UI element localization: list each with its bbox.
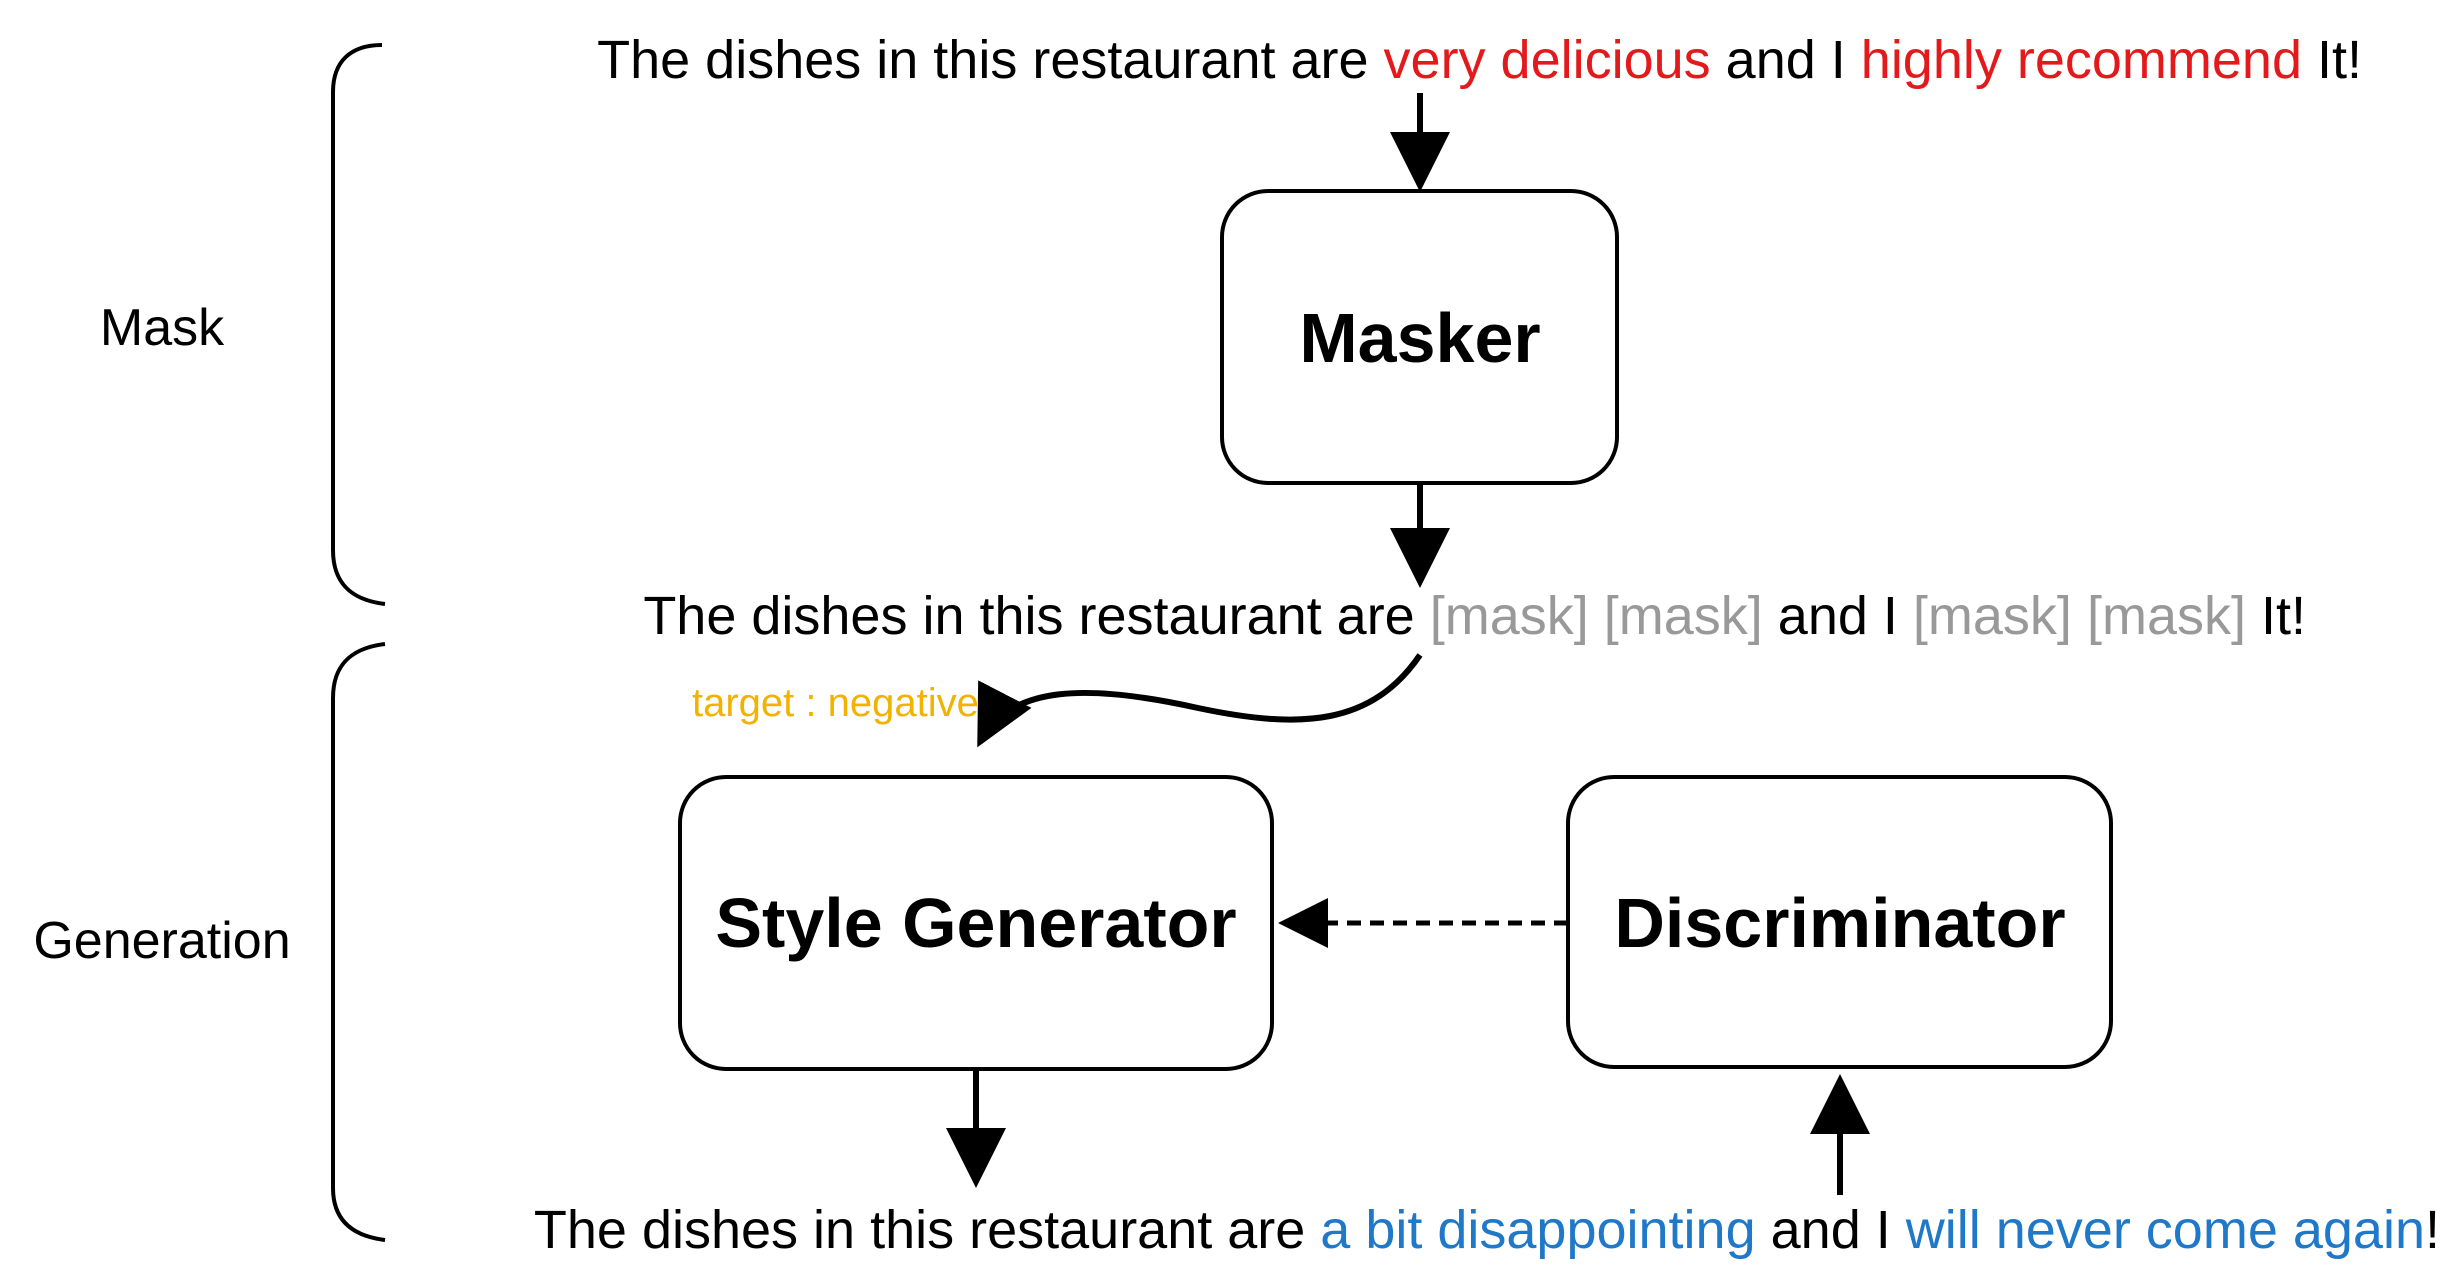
mask-phase-label: Mask: [100, 299, 225, 357]
masked-sentence: The dishes in this restaurant are [mask]…: [643, 586, 2306, 646]
mask-token-4: [mask]: [2087, 586, 2246, 646]
output-text-1: The dishes in this restaurant are: [534, 1200, 1320, 1260]
output-text-3: !: [2425, 1200, 2440, 1260]
input-text-3: It!: [2302, 30, 2362, 90]
input-sentence: The dishes in this restaurant are very d…: [597, 30, 2362, 90]
output-sentence: The dishes in this restaurant are a bit …: [534, 1200, 2440, 1260]
masked-text-1: The dishes in this restaurant are: [643, 586, 1429, 646]
output-negative-phrase-2: will never come again: [1905, 1200, 2425, 1260]
masked-to-generator-arrow: [977, 653, 1423, 748]
style-generator-label: Style Generator: [715, 884, 1236, 962]
masked-space-1: [1589, 586, 1604, 646]
mask-token-2: [mask]: [1604, 586, 1763, 646]
mask-token-1: [mask]: [1430, 586, 1589, 646]
input-positive-phrase-1: very delicious: [1384, 30, 1711, 90]
mask-phase-brace: [331, 43, 386, 606]
masker-label: Masker: [1299, 299, 1540, 377]
output-negative-phrase-1: a bit disappointing: [1320, 1200, 1755, 1260]
mask-token-3: [mask]: [1913, 586, 2072, 646]
input-text-1: The dishes in this restaurant are: [597, 30, 1383, 90]
masked-text-2: and I: [1763, 586, 1913, 646]
masked-text-3: It!: [2246, 586, 2306, 646]
generation-phase-brace: [331, 642, 386, 1242]
input-text-2: and I: [1711, 30, 1861, 90]
discriminator-label: Discriminator: [1614, 884, 2065, 962]
input-positive-phrase-2: highly recommend: [1861, 30, 2302, 90]
masked-space-2: [2072, 586, 2087, 646]
output-text-2: and I: [1756, 1200, 1906, 1260]
generation-phase-label: Generation: [33, 912, 290, 970]
target-style-label: target : negative: [692, 681, 979, 725]
